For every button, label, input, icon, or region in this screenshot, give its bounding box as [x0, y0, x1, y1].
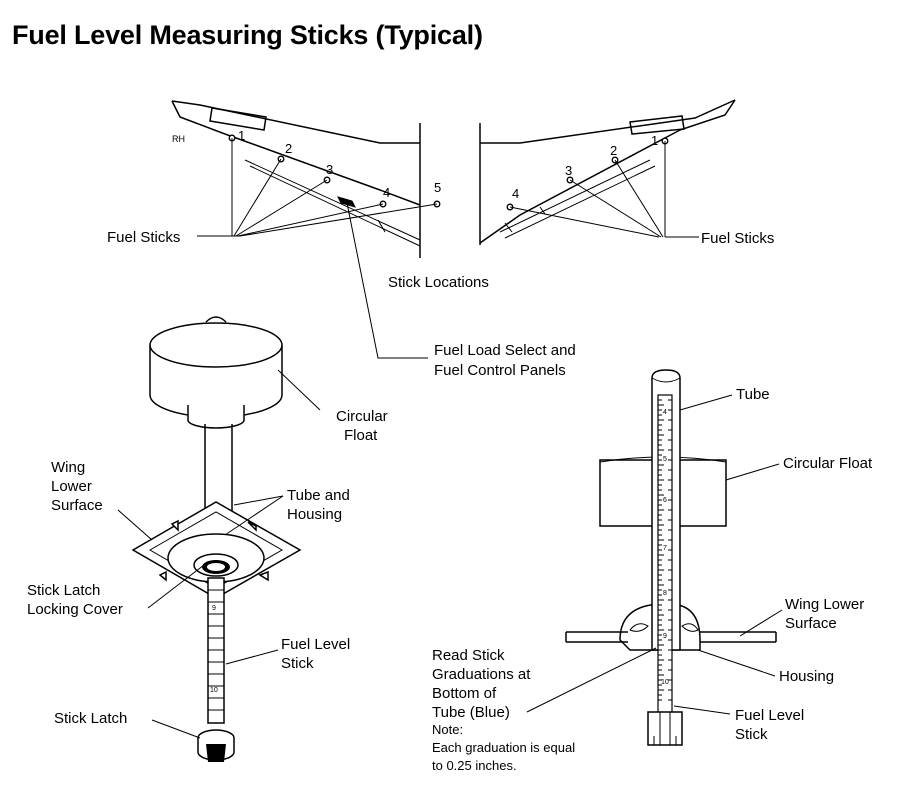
fuel-load-label-line2: Fuel Control Panels: [434, 362, 566, 379]
read-stick-label-line4: Tube (Blue): [432, 704, 510, 721]
fuel-control-panel-marker: [337, 196, 356, 208]
graduation-label: 6: [663, 497, 667, 504]
circular-float-leader-left: [277, 369, 321, 411]
circular-float-label-right: Circular Float: [783, 455, 873, 472]
stick-locations-label: Stick Locations: [388, 274, 489, 291]
wing-lower-label-right-line2: Surface: [785, 615, 837, 632]
graduation-label: 9: [212, 605, 216, 612]
housing-label: Housing: [779, 668, 834, 685]
stick-number: 1: [238, 128, 245, 143]
right-wing-outline: [479, 99, 736, 245]
tube-leader: [679, 394, 733, 411]
stick-number: 4: [512, 186, 519, 201]
wing-lower-leader-right: [739, 609, 783, 637]
stick-latch-label: Stick Latch: [54, 710, 127, 727]
tube-label: Tube: [736, 386, 770, 403]
stick-number: 2: [285, 141, 292, 156]
tube-housing-label-line2: Housing: [287, 506, 342, 523]
stick-number: 4: [383, 185, 390, 200]
housing-leader: [697, 649, 776, 677]
stick-latch-leader: [151, 719, 201, 739]
circular-float-label-left-line2: Float: [344, 427, 378, 444]
read-stick-leader: [526, 647, 657, 713]
graduation-label: 10: [210, 687, 218, 694]
fuel-level-stick-leader-right: [673, 705, 731, 715]
tube-housing-label-line1: Tube and: [287, 487, 350, 504]
left-fuel-sticks-leaders: [197, 138, 438, 237]
stick-number: 3: [326, 162, 333, 177]
housing-plate-left: [131, 501, 302, 599]
fuel-level-stick-leader-left: [225, 649, 279, 665]
fuel-level-stick-label-right-line1: Fuel Level: [735, 707, 804, 724]
latch-cover-label-line2: Locking Cover: [27, 601, 123, 618]
circular-float-leader-right: [725, 463, 780, 481]
note-line1: Each graduation is equal: [432, 740, 575, 755]
graduation-label: 5: [663, 456, 667, 463]
graduation-label: 8: [663, 590, 667, 597]
fuel-load-leader: [346, 202, 428, 359]
wing-lower-label-left-line2: Lower: [51, 478, 92, 495]
graduation-label: 4: [663, 409, 667, 416]
circular-float-left: [149, 316, 283, 515]
fuel-load-label-line1: Fuel Load Select and: [434, 342, 576, 359]
wing-lower-surface-right: [565, 631, 777, 643]
fuel-sticks-label-right: Fuel Sticks: [701, 230, 774, 247]
rh-label: RH: [172, 134, 185, 144]
wing-lower-label-right-line1: Wing Lower: [785, 596, 864, 613]
right-fuel-sticks-leaders: [509, 141, 699, 238]
left-wing-outline: [171, 100, 421, 258]
read-stick-label-line2: Graduations at: [432, 666, 531, 683]
stick-number: 5: [434, 180, 441, 195]
fuel-level-stick-right: [647, 394, 683, 746]
stick-number: 1: [651, 133, 658, 148]
graduation-label: 7: [663, 545, 667, 552]
read-stick-label-line3: Bottom of: [432, 685, 497, 702]
wing-lower-leader-left: [117, 509, 153, 541]
wing-lower-label-left-line3: Surface: [51, 497, 103, 514]
fuel-level-stick-label-right-line2: Stick: [735, 726, 768, 743]
latch-cover-label-line1: Stick Latch: [27, 582, 100, 599]
stick-number: 2: [610, 143, 617, 158]
fuel-sticks-label-left: Fuel Sticks: [107, 229, 180, 246]
fuel-level-stick-label-left-line2: Stick: [281, 655, 314, 672]
wing-lower-label-left-line1: Wing: [51, 459, 85, 476]
latch-cover-leader: [147, 564, 205, 609]
note-line2: to 0.25 inches.: [432, 758, 517, 773]
circular-float-label-left-line1: Circular: [336, 408, 388, 425]
fuel-level-stick-left: [197, 577, 235, 762]
fuel-level-stick-label-left-line1: Fuel Level: [281, 636, 350, 653]
tube-housing-leaders: [224, 495, 284, 536]
stick-number: 3: [565, 163, 572, 178]
page-title: Fuel Level Measuring Sticks (Typical): [12, 20, 483, 50]
graduation-label: 10: [661, 679, 669, 686]
graduation-label: 9: [663, 633, 667, 640]
read-stick-label-line1: Read Stick: [432, 647, 505, 664]
note-label: Note:: [432, 722, 463, 737]
